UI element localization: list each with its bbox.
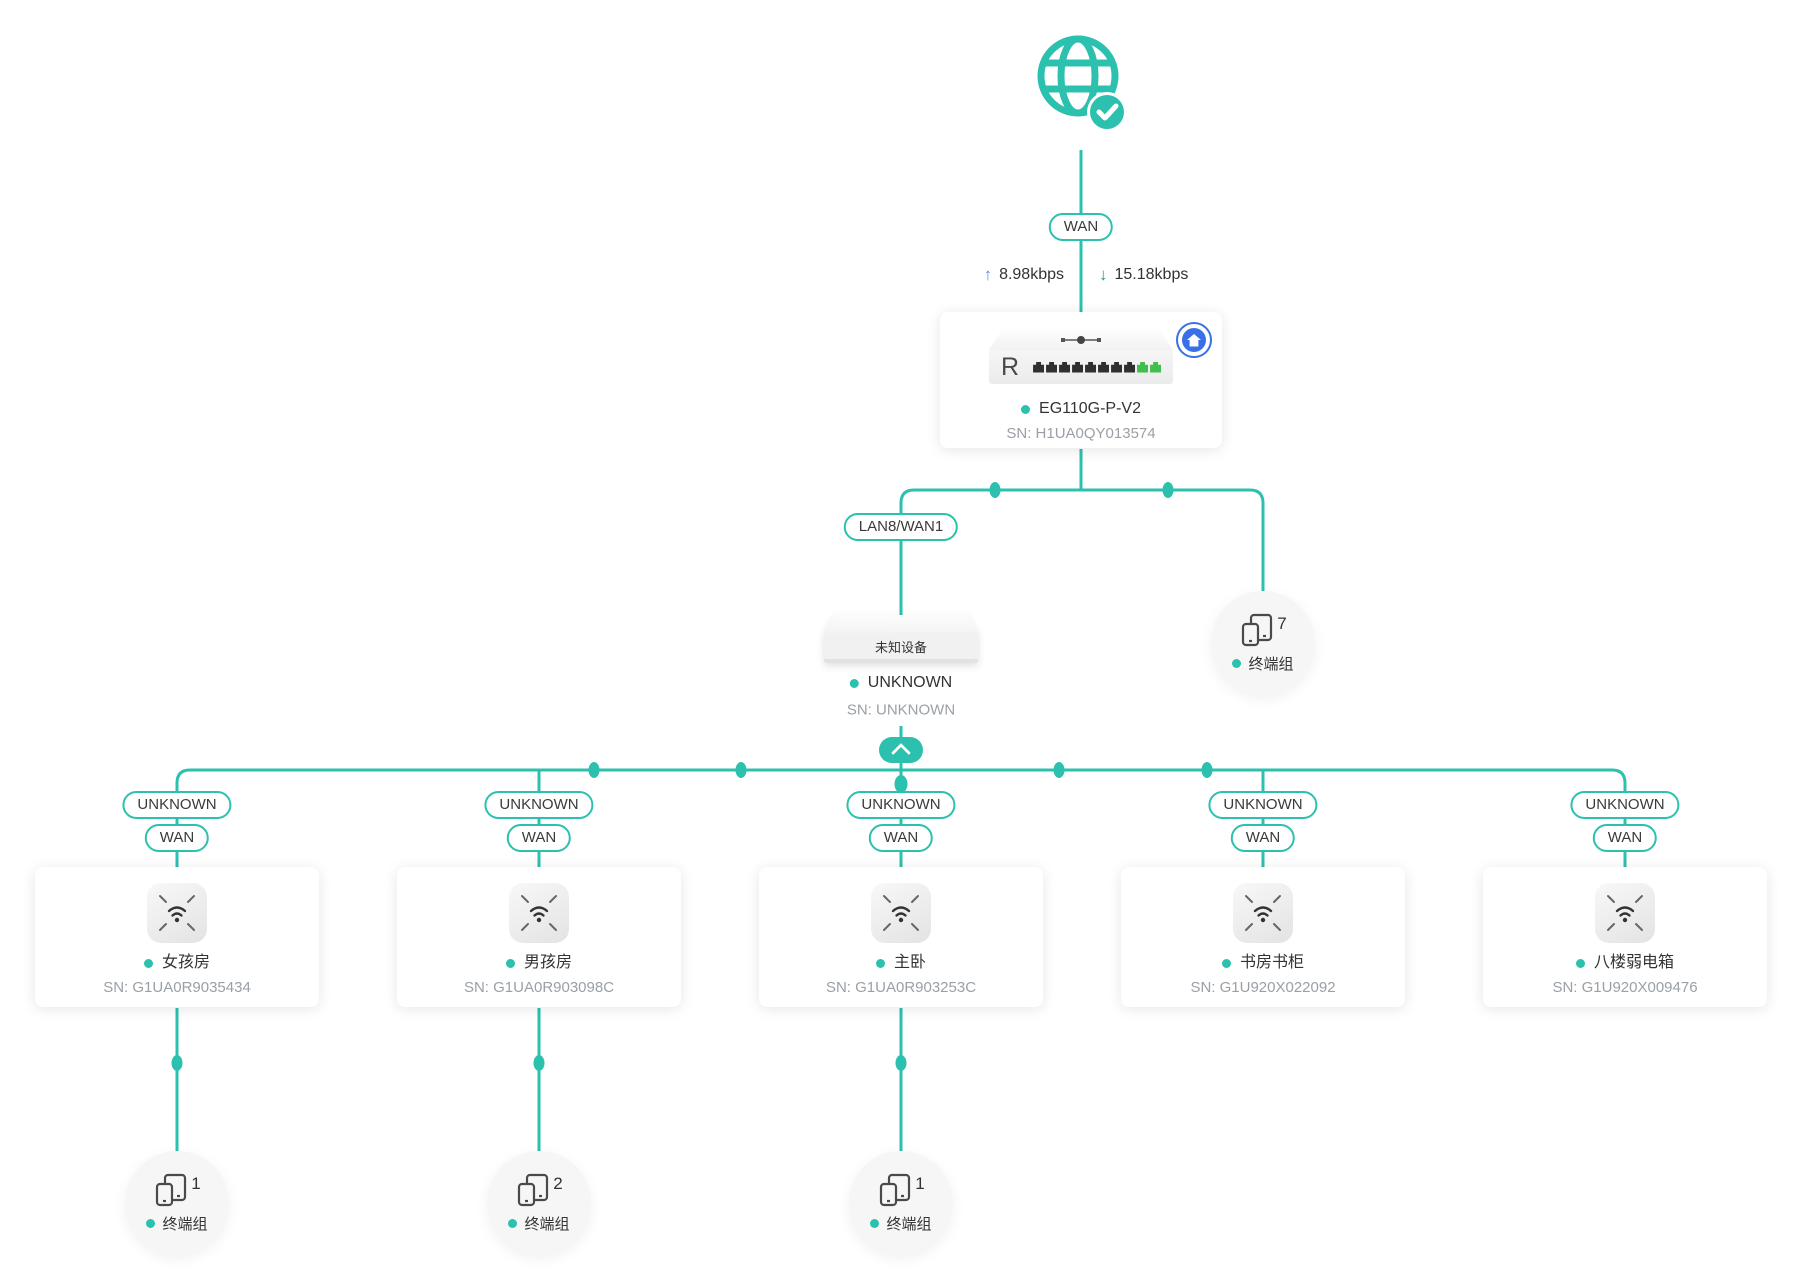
devices-icon [880, 1173, 911, 1207]
router-image: R [989, 330, 1173, 384]
upload-arrow-icon: ↑ [983, 265, 993, 284]
wan-port-label: WAN [1048, 213, 1114, 241]
lan-port-label: LAN8/WAN1 [843, 513, 959, 541]
terminal-count: 2 [553, 1174, 563, 1193]
ap-card-boys-room[interactable]: 男孩房 SN: G1UA0R903098C [397, 867, 681, 1007]
gateway-terminal-group[interactable]: 7 终端组 [1211, 591, 1315, 695]
terminal-group-label: 终端组 [524, 1216, 570, 1233]
terminal-group-label: 终端组 [162, 1216, 208, 1233]
ap-uplink-label: UNKNOWN [1570, 791, 1680, 819]
ap-card-weak-current-box[interactable]: 八楼弱电箱 SN: G1U920X009476 [1483, 867, 1767, 1007]
terminal-group[interactable]: 1 终端组 [125, 1151, 229, 1255]
ap-port-label: WAN [868, 824, 934, 852]
ap-port-label: WAN [144, 824, 210, 852]
terminal-count: 7 [1277, 614, 1287, 633]
ap-device-icon [871, 883, 931, 943]
ap-port-label: WAN [1592, 824, 1658, 852]
ap-name: 男孩房 [523, 954, 572, 971]
terminal-group-label: 终端组 [886, 1216, 932, 1233]
ap-sn: SN: G1U920X009476 [1552, 979, 1698, 996]
router-ports-icon [1033, 361, 1162, 373]
download-speed: ↓ 15.18kbps [1099, 265, 1188, 285]
ap-uplink-label: UNKNOWN [484, 791, 594, 819]
status-dot [1232, 659, 1242, 668]
gateway-card[interactable]: R EG110G-P-V2 SN: H1UA0QY013574 [940, 312, 1222, 448]
ap-port-label: WAN [506, 824, 572, 852]
ap-name: 主卧 [893, 954, 926, 971]
ap-card-master-bedroom[interactable]: 主卧 SN: G1UA0R903253C [759, 867, 1043, 1007]
ap-sn: SN: G1UA0R903098C [463, 979, 615, 996]
router-model-letter: R [1001, 352, 1020, 381]
upload-value: 8.98kbps [999, 266, 1064, 283]
ap-sn: SN: G1UA0R9035434 [103, 979, 251, 996]
ap-device-icon [1595, 883, 1655, 943]
terminal-group[interactable]: 1 终端组 [849, 1151, 953, 1255]
ap-sn: SN: G1UA0R903253C [825, 979, 977, 996]
status-dot [146, 1219, 156, 1228]
terminal-count: 1 [191, 1174, 201, 1193]
globe-icon [1037, 35, 1127, 132]
ap-sn: SN: G1U920X022092 [1190, 979, 1336, 996]
online-check-icon [1087, 92, 1127, 132]
unknown-device-box-label: 未知设备 [824, 633, 978, 659]
status-dot [1575, 958, 1585, 968]
unknown-device-sn: SN: UNKNOWN [846, 701, 956, 719]
status-dot [505, 958, 515, 968]
status-dot [870, 1219, 880, 1228]
download-value: 15.18kbps [1114, 266, 1189, 283]
devices-icon [518, 1173, 549, 1207]
ap-device-icon [147, 883, 207, 943]
upload-speed: ↑ 8.98kbps [946, 265, 1064, 285]
ap-card-study-bookcase[interactable]: 书房书柜 SN: G1U920X022092 [1121, 867, 1405, 1007]
ap-port-label: WAN [1230, 824, 1296, 852]
terminal-count: 1 [915, 1174, 925, 1193]
ap-uplink-label: UNKNOWN [1208, 791, 1318, 819]
status-dot [849, 678, 859, 688]
gateway-name: EG110G-P-V2 [1039, 400, 1141, 417]
ap-device-icon [509, 883, 569, 943]
status-dot [875, 958, 885, 968]
devices-icon [1242, 613, 1273, 647]
chevron-up-icon [891, 742, 911, 763]
unknown-device-name: UNKNOWN [867, 674, 953, 691]
ap-uplink-label: UNKNOWN [846, 791, 956, 819]
collapse-branch-button[interactable] [879, 737, 923, 763]
router-top-emblem-icon [1061, 336, 1101, 344]
ap-uplink-label: UNKNOWN [122, 791, 232, 819]
status-dot [143, 958, 153, 968]
devices-icon [156, 1173, 187, 1207]
ap-name: 八楼弱电箱 [1593, 954, 1674, 971]
home-icon [1182, 328, 1206, 352]
terminal-group-label: 终端组 [1248, 656, 1294, 673]
download-arrow-icon: ↓ [1099, 265, 1108, 284]
status-dot [1021, 404, 1031, 414]
terminal-group[interactable]: 2 终端组 [487, 1151, 591, 1255]
ap-name: 女孩房 [161, 954, 210, 971]
internet-node[interactable] [1031, 28, 1131, 132]
home-badge[interactable] [1176, 322, 1212, 358]
unknown-device-image[interactable]: 未知设备 [824, 615, 978, 663]
ap-card-girls-room[interactable]: 女孩房 SN: G1UA0R9035434 [35, 867, 319, 1007]
status-dot [508, 1219, 518, 1228]
status-dot [1221, 958, 1231, 968]
gateway-sn: SN: H1UA0QY013574 [1006, 425, 1156, 442]
ap-name: 书房书柜 [1239, 954, 1304, 971]
ap-device-icon [1233, 883, 1293, 943]
